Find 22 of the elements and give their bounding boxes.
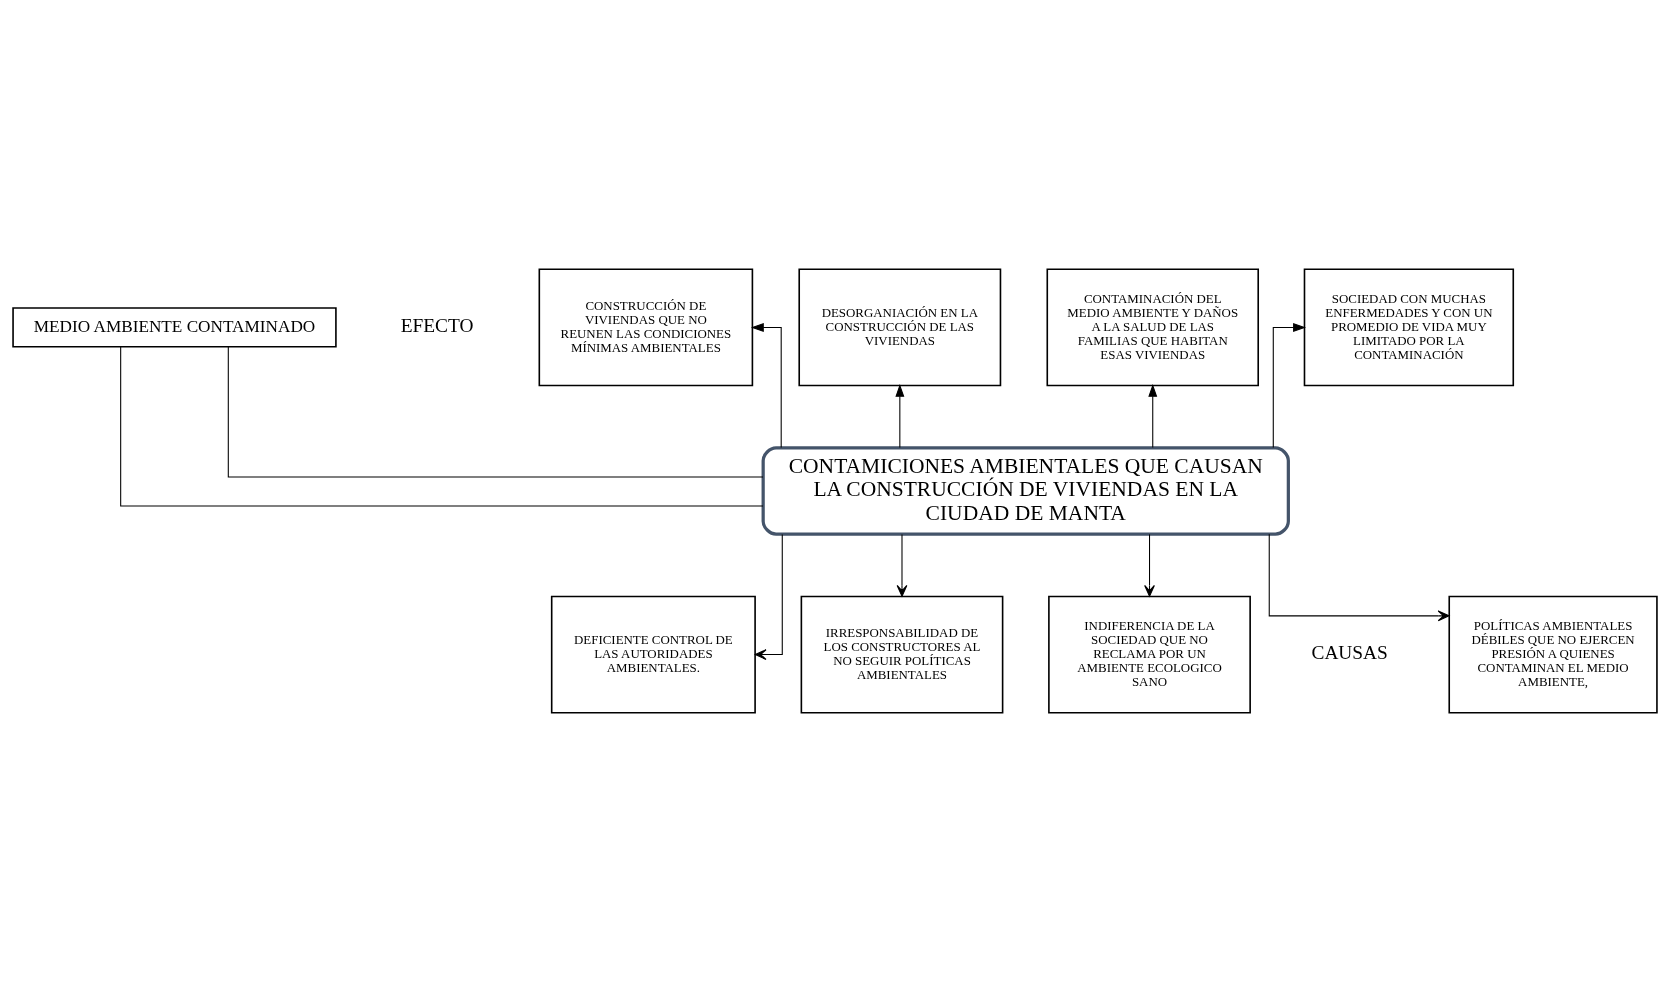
arrow	[1268, 533, 1450, 621]
node-box: SOCIEDAD CON MUCHAS ENFERMEDADES Y CON UN PROMEDIO DE VIDA MUY LIMITADO POR LA CONTAMINACIÓN	[1303, 268, 1515, 386]
connector	[120, 345, 764, 507]
node-box: IRRESPONSABILIDAD DE LOS CONSTRUCTORES AL NO SEGUIR POLÍTICAS AMBIENTALES	[800, 595, 1004, 713]
node-box: CONTAMINACIÓN DEL MEDIO AMBIENTE Y DAÑOS A LA SALUD DE LAS FAMILIAS QUE HABITAN ESAS VIVIENDAS	[1046, 268, 1259, 386]
arrow	[1144, 533, 1155, 597]
arrow	[1272, 322, 1307, 448]
arrow	[895, 383, 905, 448]
arrow	[1148, 383, 1158, 448]
arrow	[754, 533, 783, 660]
node-box: MEDIO AMBIENTE CONTAMINADO	[12, 306, 337, 348]
node-box: CONSTRUCCIÓN DE VIVIENDAS QUE NO REUNEN LAS CONDICIONES MÍNIMAS AMBIENTALES	[538, 268, 754, 386]
node-box: DEFICIENTE CONTROL DE LAS AUTORIDADES AMBIENTALES.	[550, 595, 756, 713]
arrow	[750, 322, 782, 448]
label: CAUSAS	[1311, 641, 1388, 663]
arrow	[896, 533, 908, 597]
node-box: INDIFERENCIA DE LA SOCIEDAD QUE NO RECLAMA POR UN AMBIENTE ECOLOGICO SANO	[1048, 595, 1251, 713]
node-box: POLÍTICAS AMBIENTALES DÉBILES QUE NO EJERCEN PRESIÓN A QUIENES CONTAMINAN EL MEDIO AMBIENTE,	[1448, 595, 1658, 713]
node-box: DESORGANIACIÓN EN LA CONSTRUCCIÓN DE LAS VIVIENDAS	[798, 268, 1002, 386]
connector	[227, 345, 764, 478]
label: EFECTO	[400, 314, 474, 336]
node-box: CONTAMICIONES AMBIENTALES QUE CAUSAN LA CONSTRUCCIÓN DE VIVIENDAS EN LA CIUDAD DE MANTA	[761, 445, 1290, 536]
